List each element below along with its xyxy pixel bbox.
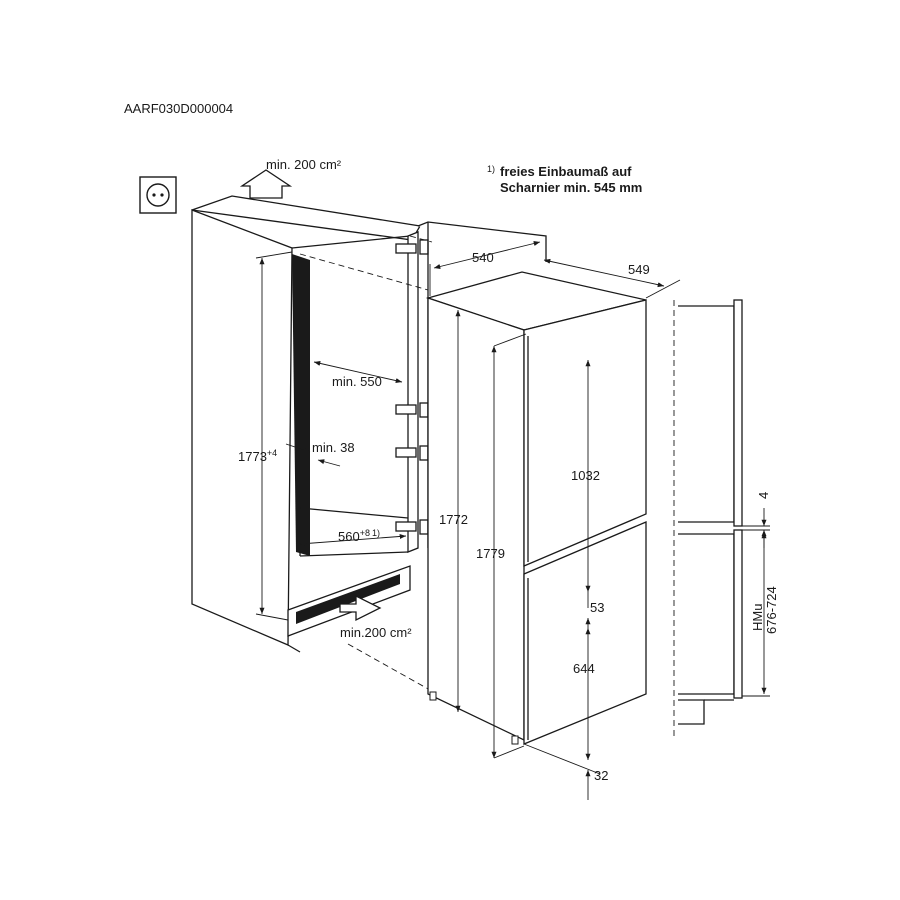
bottom-offset-value: 32: [594, 768, 608, 783]
figure-code: AARF030D000004: [124, 101, 233, 116]
ventilation-bottom-arrow-icon: [339, 594, 382, 622]
furniture-door-label: HMu: [750, 604, 765, 631]
niche-height-value: 1773+4: [238, 448, 277, 464]
ventilation-bottom-label: min.200 cm²: [340, 625, 412, 640]
height-with-door-value: 1779: [476, 546, 505, 561]
lower-door-value: 644: [573, 661, 595, 676]
door-gap-value: 53: [590, 600, 604, 615]
niche-depth-dimension: [313, 360, 403, 384]
furniture-gap-dimension: [742, 508, 770, 548]
footnote-line-1: freies Einbaumaß auf: [500, 164, 632, 179]
niche-depth-value: min. 550: [332, 374, 382, 389]
appliance-depth-dimension: [429, 241, 541, 296]
depth-with-door-dimension: [543, 258, 681, 299]
appliance-height-value: 1772: [439, 512, 468, 527]
appliance-depth-value: 540: [472, 250, 494, 265]
power-socket-icon: [139, 176, 177, 214]
bottom-offset-dimension: [523, 743, 601, 800]
niche-height-dimension: [255, 251, 293, 621]
cabinet-niche: [191, 195, 547, 653]
furniture-door-range: 676-724: [764, 586, 779, 634]
projection-lines: [299, 235, 433, 691]
side-gap-dimension: [285, 443, 341, 467]
furniture-gap-value: 4: [756, 492, 771, 499]
depth-with-door-value: 549: [628, 262, 650, 277]
footnote-marker: 1): [487, 164, 495, 174]
furniture-door-height-dimension: [742, 532, 770, 697]
footnote-line-2: Scharnier min. 545 mm: [500, 180, 642, 195]
upper-door-value: 1032: [571, 468, 600, 483]
appliance-body: [425, 271, 647, 745]
height-with-door-dimension: [491, 333, 527, 759]
niche-width-dimension: [299, 533, 407, 547]
side-gap-value: min. 38: [312, 440, 355, 455]
furniture-door-profile: [673, 299, 743, 740]
footnote: 1) freies Einbaumaß auf Scharnier min. 5…: [487, 164, 642, 195]
ventilation-top-arrow-icon: [239, 169, 293, 199]
ventilation-top-label: min. 200 cm²: [266, 157, 342, 172]
